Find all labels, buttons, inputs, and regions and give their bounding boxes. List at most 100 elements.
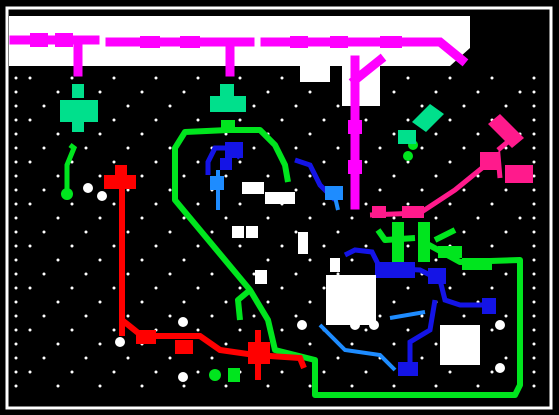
via <box>252 314 256 318</box>
via <box>56 216 60 220</box>
via <box>476 132 480 136</box>
via <box>392 90 396 94</box>
via <box>532 104 536 108</box>
via <box>140 258 144 262</box>
via <box>56 258 60 262</box>
via <box>518 90 522 94</box>
via <box>266 384 270 388</box>
via <box>392 174 396 178</box>
via <box>168 188 172 192</box>
via <box>168 356 172 360</box>
via <box>308 258 312 262</box>
via <box>70 76 74 80</box>
via <box>126 104 130 108</box>
via <box>56 174 60 178</box>
via <box>532 188 536 192</box>
via <box>462 272 466 276</box>
via <box>154 244 158 248</box>
via <box>364 244 368 248</box>
via <box>196 118 200 122</box>
via <box>14 384 18 388</box>
via <box>322 244 326 248</box>
via <box>154 76 158 80</box>
net-teal <box>60 84 444 144</box>
via <box>168 314 172 318</box>
via <box>476 90 480 94</box>
via <box>98 174 102 178</box>
via <box>112 370 116 374</box>
via <box>84 314 88 318</box>
via <box>140 384 144 388</box>
via <box>434 90 438 94</box>
via <box>308 132 312 136</box>
via <box>336 104 340 108</box>
via <box>490 286 494 290</box>
via <box>294 104 298 108</box>
via <box>126 314 130 318</box>
via <box>448 286 452 290</box>
via <box>406 328 410 332</box>
via <box>462 188 466 192</box>
via <box>266 300 270 304</box>
via <box>392 216 396 220</box>
via <box>294 230 298 234</box>
via <box>364 202 368 206</box>
via <box>364 370 368 374</box>
via <box>448 160 452 164</box>
via <box>56 300 60 304</box>
via <box>280 244 284 248</box>
via <box>406 76 410 80</box>
net-red <box>104 165 307 380</box>
via <box>308 384 312 388</box>
via <box>84 230 88 234</box>
via <box>112 76 116 80</box>
via <box>532 76 536 80</box>
via <box>84 146 88 150</box>
via <box>252 104 256 108</box>
via <box>112 160 116 164</box>
via <box>448 118 452 122</box>
via <box>378 146 382 150</box>
via <box>126 146 130 150</box>
via <box>42 104 46 108</box>
via <box>140 174 144 178</box>
via <box>532 244 536 248</box>
net-magenta <box>9 33 469 210</box>
via <box>490 202 494 206</box>
via <box>28 244 32 248</box>
via <box>504 272 508 276</box>
via <box>476 384 480 388</box>
via <box>392 132 396 136</box>
via <box>154 202 158 206</box>
via <box>14 272 18 276</box>
via <box>490 76 494 80</box>
via <box>280 286 284 290</box>
via <box>126 356 130 360</box>
via <box>126 230 130 234</box>
via <box>224 342 228 346</box>
via <box>420 314 424 318</box>
via <box>238 286 242 290</box>
via <box>154 118 158 122</box>
via <box>42 314 46 318</box>
via <box>504 230 508 234</box>
via <box>364 328 368 332</box>
via <box>238 118 242 122</box>
via <box>14 202 18 206</box>
via <box>420 146 424 150</box>
via <box>350 342 354 346</box>
via <box>532 160 536 164</box>
via <box>224 384 228 388</box>
via <box>532 132 536 136</box>
via <box>308 90 312 94</box>
via <box>98 216 102 220</box>
via <box>168 104 172 108</box>
via <box>434 174 438 178</box>
via <box>182 90 186 94</box>
via <box>28 76 32 80</box>
via <box>420 188 424 192</box>
via <box>140 300 144 304</box>
via <box>504 146 508 150</box>
via <box>336 356 340 360</box>
via <box>196 202 200 206</box>
